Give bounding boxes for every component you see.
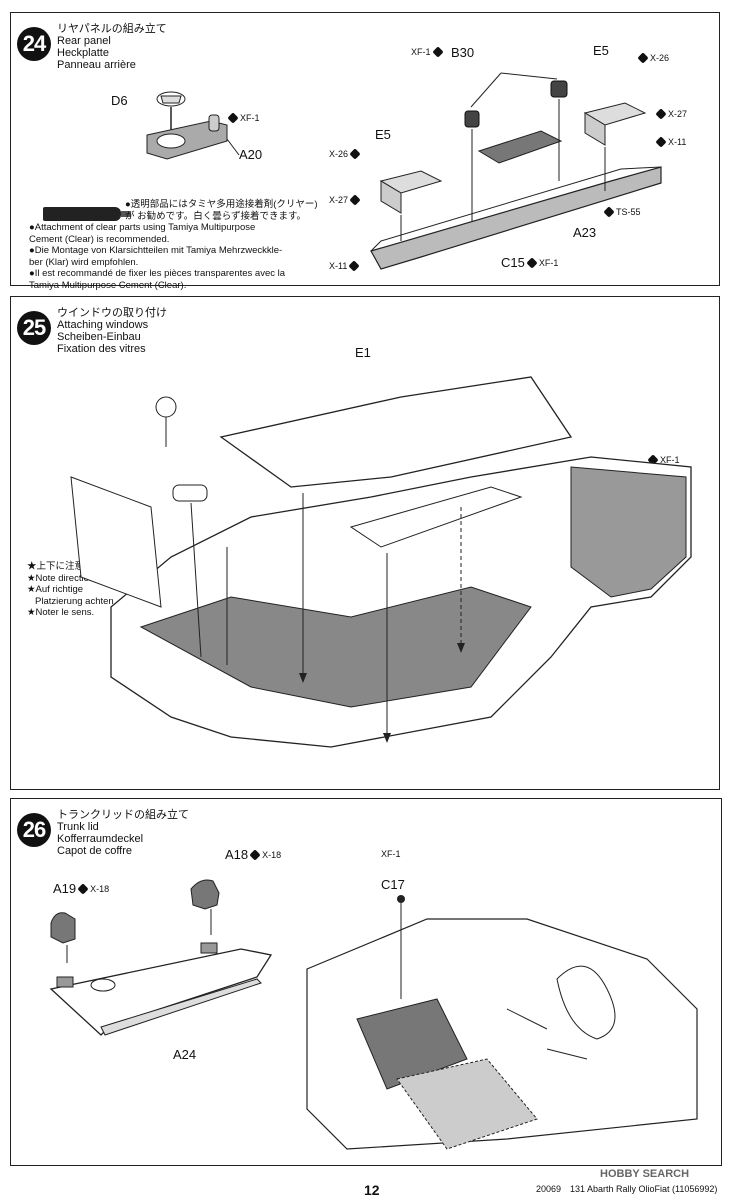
- step-25-panel: 25 ウインドウの取り付け Attaching windows Scheiben…: [10, 296, 720, 790]
- paint-dot-icon: [431, 46, 444, 58]
- step-24-panel: 24 リヤパネルの組み立て Rear panel Heckplatte Pann…: [10, 12, 720, 291]
- trunk-lid-diagram: [49, 879, 273, 1036]
- part-label-e5-left: E5: [375, 127, 391, 142]
- step-title: ウインドウの取り付け Attaching windows Scheiben-Ei…: [57, 307, 167, 355]
- paint-dot-icon: [349, 194, 361, 206]
- paint-label: XF-1: [227, 112, 260, 124]
- step-number: 26: [17, 813, 51, 847]
- part-label-a20: A20: [239, 147, 263, 162]
- step-number: 24: [17, 27, 51, 61]
- rear-panel-assembly-diagram: [370, 72, 662, 270]
- watermark: HOBBY SEARCH: [600, 1168, 690, 1180]
- footer-product: 131 Abarth Rally OlioFiat (11056992): [570, 1184, 718, 1194]
- part-label-d6: D6: [111, 93, 128, 108]
- car-body-window-diagram: [70, 376, 692, 748]
- part-label-e1: E1: [355, 345, 371, 360]
- paint-dot-icon: [655, 136, 667, 148]
- paint-label: X-26: [637, 52, 669, 64]
- cement-note: ●透明部品にはタミヤ多用途接着剤(クリヤー) が お勧めです。白く曇らず接着でき…: [29, 199, 318, 291]
- paint-label: X-11: [655, 136, 686, 148]
- paint-label: X-27: [329, 194, 361, 206]
- paint-label: X-11: [329, 260, 361, 272]
- car-rear-body-diagram: [306, 895, 698, 1150]
- part-label-c17: C17: [381, 877, 405, 892]
- paint-dot-icon: [655, 108, 667, 120]
- paint-label: X-26: [329, 148, 361, 160]
- rear-panel-light-diagram: [146, 91, 240, 160]
- part-label-b30: B30: [451, 45, 475, 60]
- step-26-panel: 26 トランクリッドの組み立て Trunk lid Kofferraumdeck…: [10, 798, 722, 1166]
- part-label-a24: A24: [173, 1047, 197, 1062]
- step-title: リヤパネルの組み立て Rear panel Heckplatte Panneau…: [57, 23, 167, 71]
- paint-dot-icon: [349, 148, 361, 160]
- paint-dot-icon: [603, 206, 615, 218]
- page-number: 12: [364, 1182, 380, 1198]
- part-label-e5: E5: [593, 43, 609, 58]
- direction-note: ★上下に注意。 ★Note direction. ★Auf richtige P…: [27, 561, 117, 618]
- paint-dot-icon: [348, 260, 361, 272]
- paint-label: XF-1: [647, 454, 680, 466]
- footer-code: 20069: [536, 1184, 562, 1194]
- paint-label: TS-55: [603, 206, 641, 218]
- step-title: トランクリッドの組み立て Trunk lid Kofferraumdeckel …: [57, 809, 189, 857]
- paint-label: XF-1: [411, 46, 444, 58]
- paint-dot-icon: [637, 52, 649, 64]
- paint-label: X-27: [655, 108, 687, 120]
- part-label-a23: A23: [573, 225, 597, 240]
- step-number: 25: [17, 311, 51, 345]
- cement-tube-icon: [43, 207, 131, 221]
- paint-label: XF-1: [381, 849, 401, 859]
- paint-dot-icon: [526, 256, 538, 269]
